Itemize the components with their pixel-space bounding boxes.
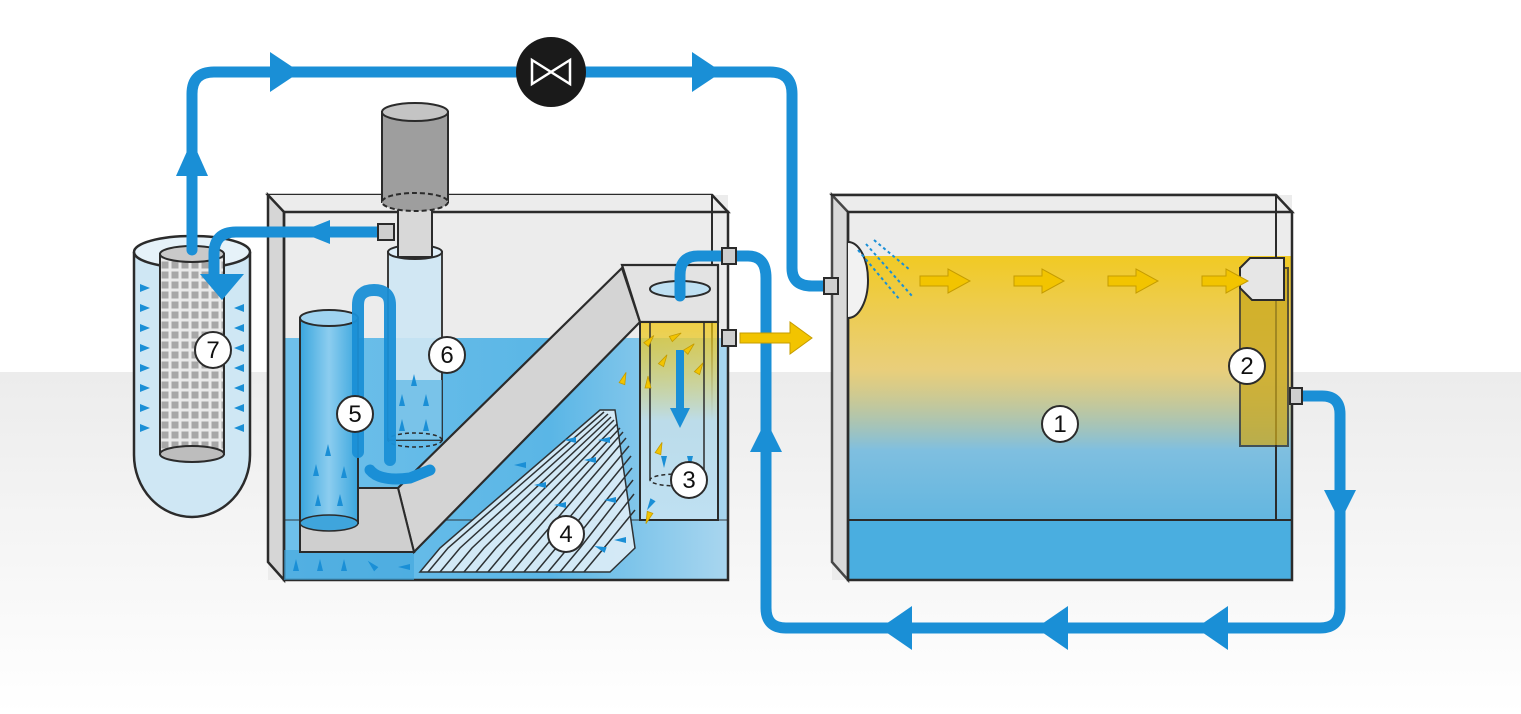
- oil-droplet-arrows: [618, 332, 704, 524]
- arrowhead-icon: [300, 220, 330, 244]
- component-label-4: 4: [547, 515, 585, 553]
- pump-column-6: [381, 102, 449, 448]
- component-label-text-7: 7: [206, 337, 219, 364]
- arrowhead-icon: [750, 420, 782, 452]
- arrowhead-icon: [1036, 606, 1068, 650]
- component-label-text-1: 1: [1053, 411, 1066, 438]
- oil-outlet-arrow: [739, 321, 813, 355]
- arrowhead-icon: [270, 52, 300, 92]
- component-label-7: 7: [194, 331, 232, 369]
- oil-flow-arrows: [919, 268, 1250, 294]
- pipe-flow-arrows: [176, 52, 1356, 650]
- filter-inflow-arrows: [140, 284, 244, 432]
- component-label-text-4: 4: [559, 521, 572, 548]
- arrowhead-icon: [692, 52, 722, 92]
- component-label-1: 1: [1041, 405, 1079, 443]
- component-label-5: 5: [336, 395, 374, 433]
- component-label-text-2: 2: [1240, 353, 1253, 380]
- component-label-2: 2: [1228, 347, 1266, 385]
- component-label-text-3: 3: [682, 467, 695, 494]
- pipe-fittings: [377, 223, 1303, 405]
- separation-tank: [829, 191, 1295, 584]
- arrowhead-icon: [176, 140, 208, 176]
- component-label-text-5: 5: [348, 401, 361, 428]
- component-label-6: 6: [428, 336, 466, 374]
- component-label-text-6: 6: [440, 342, 453, 369]
- component-label-3: 3: [670, 461, 708, 499]
- inlet-spray: [857, 239, 913, 301]
- internal-flow-arrows: [293, 374, 693, 572]
- butterfly-valve-icon[interactable]: [516, 37, 586, 107]
- arrowhead-icon: [1324, 490, 1356, 522]
- arrowhead-icon: [880, 606, 912, 650]
- arrowhead-icon: [670, 408, 690, 428]
- arrowhead-icon: [1196, 606, 1228, 650]
- arrowhead-icon: [200, 274, 244, 300]
